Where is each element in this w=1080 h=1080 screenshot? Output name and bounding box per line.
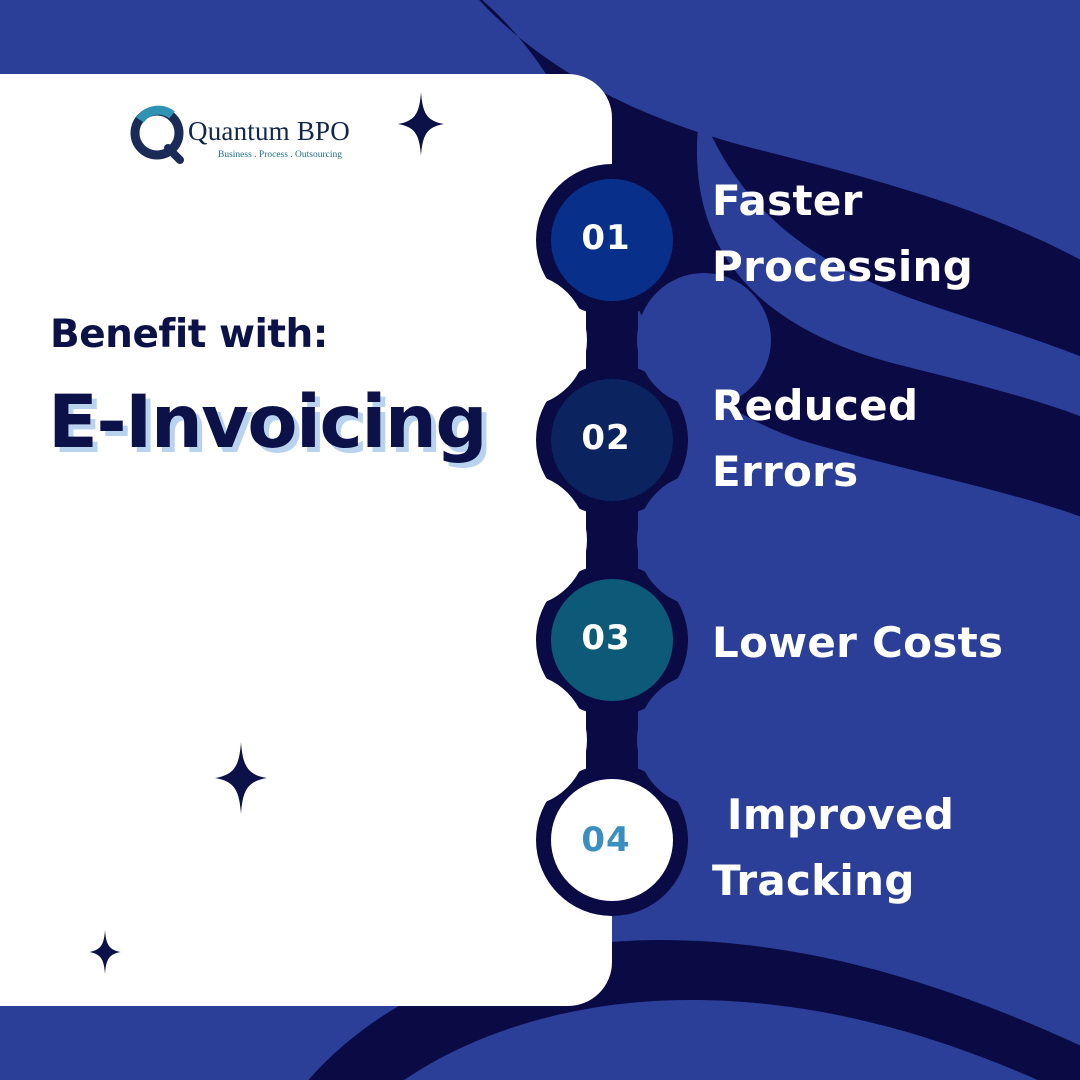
sparkle-icon <box>398 92 444 156</box>
step-circle-03 <box>551 579 673 701</box>
quantum-bpo-logo: Quantum BPO Business . Process . Outsour… <box>128 102 368 166</box>
sparkle-icon <box>215 742 267 814</box>
step-circle-02 <box>551 379 673 501</box>
brand-tagline: Business . Process . Outsourcing <box>218 150 343 160</box>
step-number-04: 04 <box>581 820 631 860</box>
page-title: E-Invoicing <box>48 380 488 465</box>
benefit-label-reduced-errors: Reduced Errors <box>712 381 919 496</box>
benefit-label-improved-tracking: Improved Tracking <box>712 790 955 905</box>
intro-heading: Benefit with: <box>50 312 328 357</box>
benefit-label-faster-processing: Faster Processing <box>712 176 974 291</box>
step-number-02: 02 <box>581 418 631 458</box>
brand-name: Quantum BPO <box>188 116 350 146</box>
benefit-label-lower-costs: Lower Costs <box>712 618 1004 667</box>
step-circle-01 <box>551 179 673 301</box>
step-number-03: 03 <box>581 618 631 658</box>
logo-q-icon <box>130 105 184 164</box>
step-circle-04 <box>551 779 673 901</box>
step-number-01: 01 <box>581 218 631 258</box>
sparkle-icon <box>89 930 121 974</box>
